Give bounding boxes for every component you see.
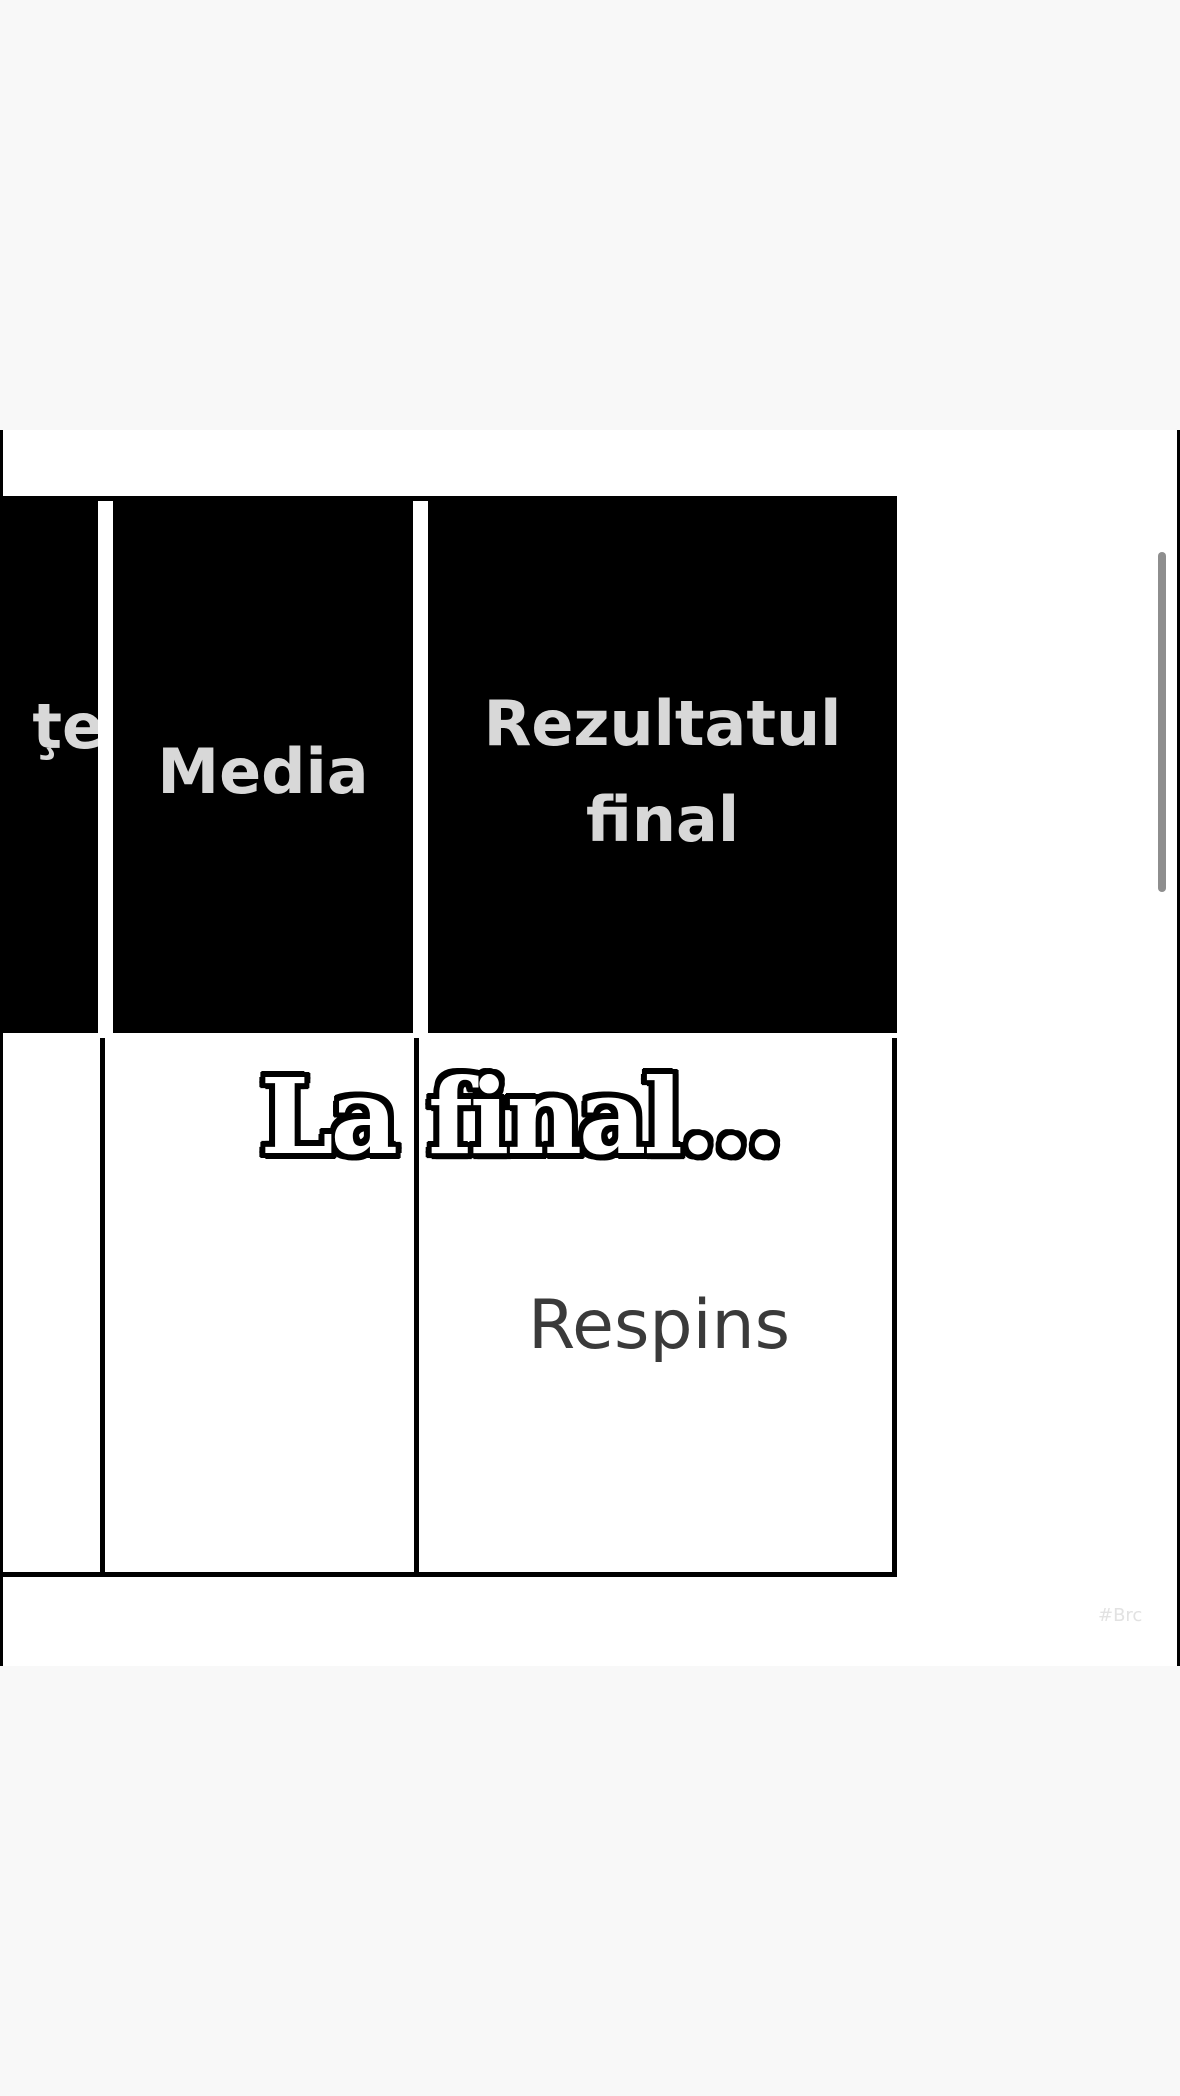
watermark-text: #Brc [1098, 1605, 1143, 1626]
table-top-border [3, 496, 897, 501]
header-final-label: final [585, 783, 740, 856]
results-table: ţe Media Rezultatul final Respins [3, 496, 897, 1580]
header-partial-label: ţe [32, 690, 98, 763]
header-cell-partial: ţe [3, 501, 98, 1033]
header-rezultatul-label: Rezultatul [483, 687, 842, 760]
body-cell-media [105, 1038, 414, 1574]
column-divider-3 [892, 1038, 897, 1574]
scrollbar-thumb[interactable] [1158, 552, 1166, 892]
body-cell-result [419, 1038, 893, 1574]
caption-overlay: La final... [260, 1055, 782, 1178]
header-cell-media: Media [113, 501, 413, 1033]
table-bottom-border [3, 1572, 897, 1577]
result-value: Respins [527, 1286, 791, 1365]
screenshot-frame: ţe Media Rezultatul final Respins [0, 430, 1180, 1666]
column-divider-1 [100, 1038, 105, 1574]
header-media-label: Media [157, 735, 369, 808]
body-cell-partial [3, 1038, 101, 1574]
column-divider-2 [414, 1038, 419, 1574]
header-cell-rezultatul-final: Rezultatul final [428, 501, 897, 1033]
